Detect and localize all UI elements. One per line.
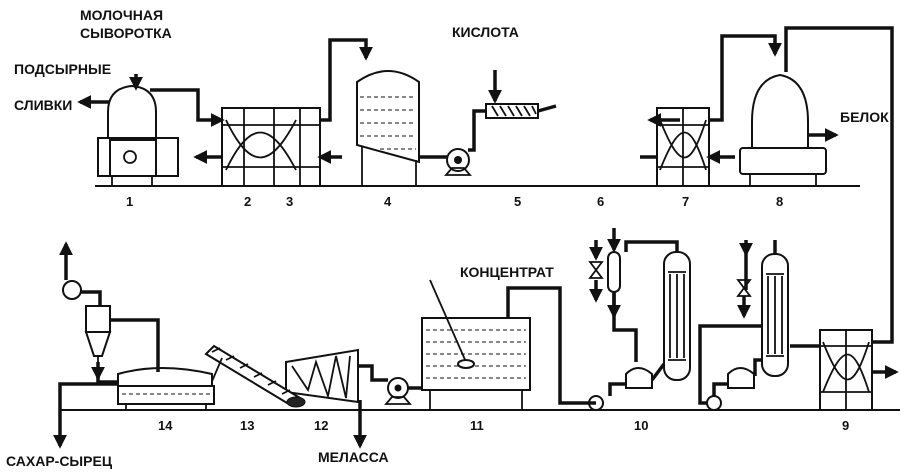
heat-exchanger-9 — [819, 329, 873, 411]
cream-label-line1: ПОДСЫРНЫЕ — [14, 61, 111, 77]
tank-4 — [356, 70, 420, 186]
equipment-number-9: 9 — [842, 418, 849, 433]
equipment-number-14: 14 — [158, 418, 173, 433]
separator-1 — [97, 84, 179, 186]
equipment-number-7: 7 — [682, 194, 689, 209]
concentrate-tank-11 — [421, 279, 596, 410]
pump-bottom — [358, 364, 422, 405]
equipment-number-6: 6 — [597, 194, 604, 209]
equipment-number-8: 8 — [776, 194, 783, 209]
equipment-number-5: 5 — [514, 194, 521, 209]
heat-exchanger-2-3 — [221, 107, 321, 187]
separator-8 — [739, 73, 827, 186]
concentrate-label: КОНЦЕНТРАТ — [460, 264, 554, 280]
cream-label-line2: СЛИВКИ — [14, 97, 72, 113]
equipment-number-1: 1 — [126, 194, 133, 209]
pump-top — [444, 148, 472, 176]
acid-label: КИСЛОТА — [452, 24, 519, 40]
whey-label-line2: СЫВОРОТКА — [80, 25, 172, 41]
equipment-number-12: 12 — [314, 418, 328, 433]
evaporator-unit-10 — [588, 228, 899, 411]
equipment-number-11: 11 — [470, 418, 484, 433]
equipment-number-10: 10 — [634, 418, 648, 433]
protein-label: БЕЛОК — [840, 109, 889, 125]
screw-conveyor-13 — [204, 344, 306, 408]
dryer-14 — [53, 241, 215, 449]
equipment-number-2: 2 — [244, 194, 251, 209]
molasses-label: МЕЛАССА — [318, 449, 389, 465]
equipment-number-3: 3 — [286, 194, 293, 209]
equipment-number-4: 4 — [384, 194, 392, 209]
acid-mixer-5 — [485, 103, 539, 119]
equipment-number-13: 13 — [240, 418, 254, 433]
coil-holding-tube-6 — [556, 96, 645, 156]
whey-label-line1: МОЛОЧНАЯ — [80, 7, 163, 23]
top-row-pipes — [77, 26, 894, 344]
crystallizer-12 — [285, 348, 367, 449]
raw-sugar-label: САХАР-СЫРЕЦ — [6, 453, 113, 469]
